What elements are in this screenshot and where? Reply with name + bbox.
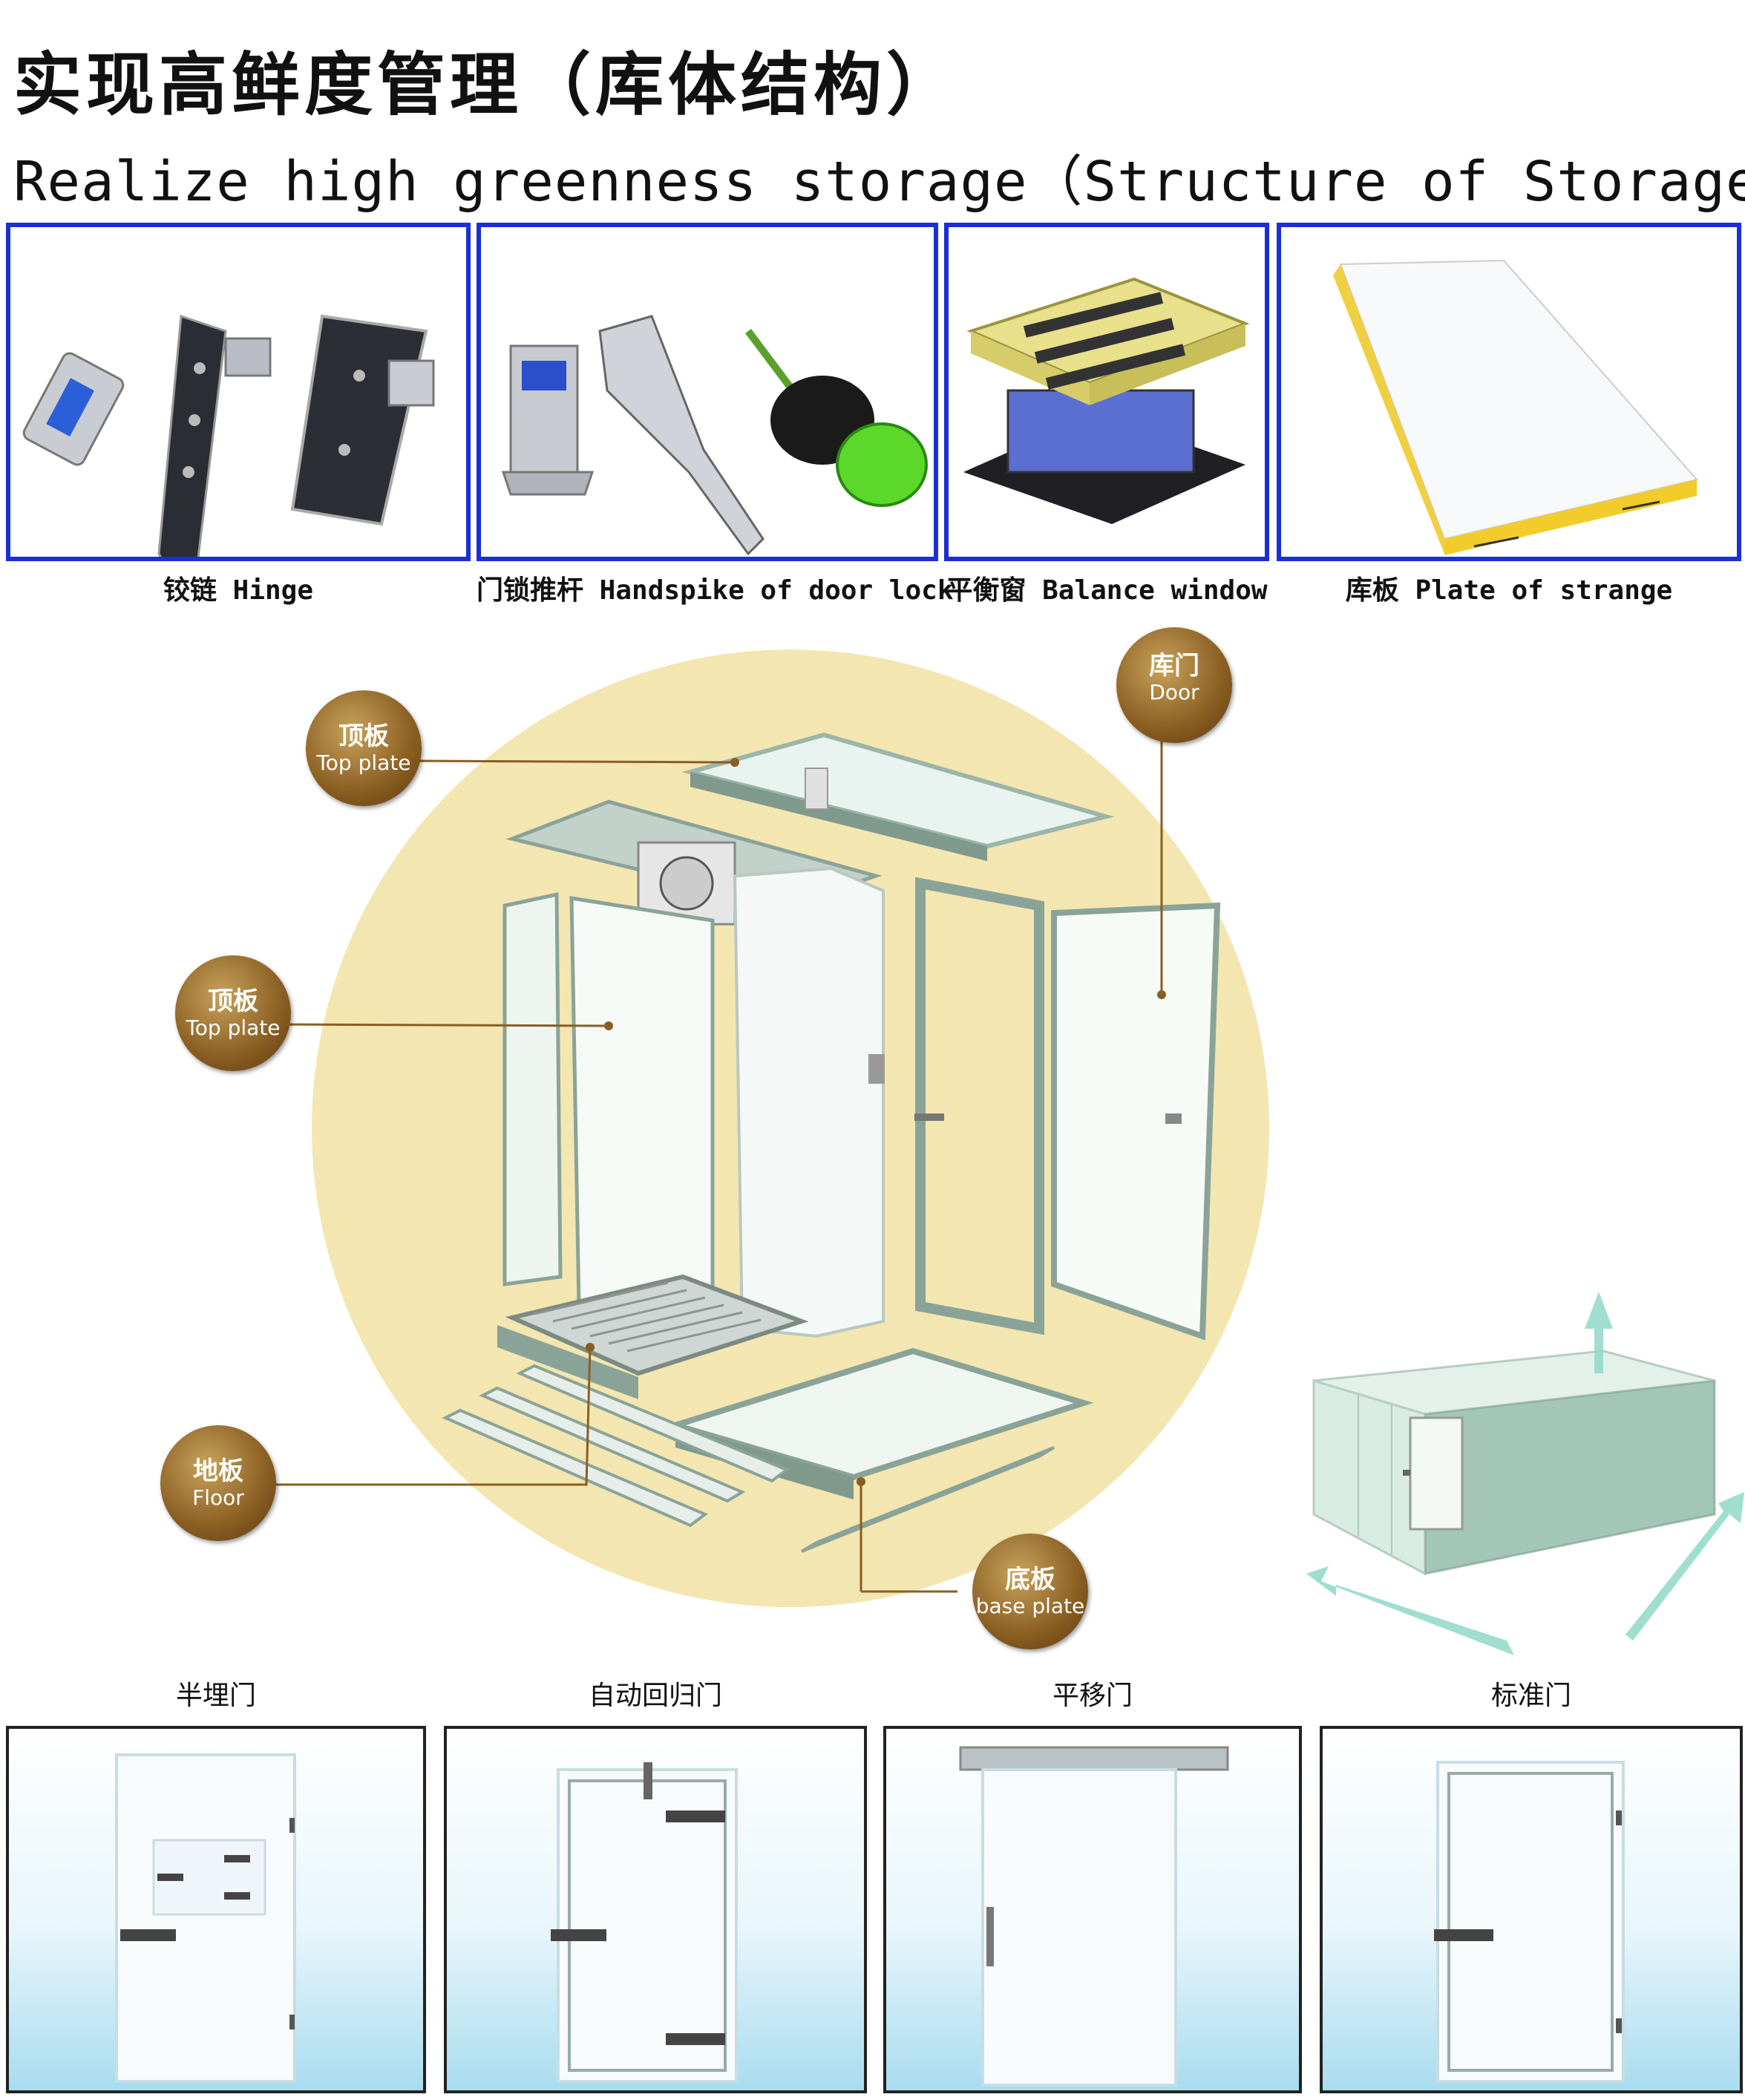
- arrow-left-icon: [1306, 1566, 1514, 1655]
- top-plate-badge-upper: 顶板 Top plate: [306, 690, 422, 806]
- arrow-up-icon: [1585, 1292, 1613, 1373]
- door-lock-icon: [501, 315, 928, 556]
- door-lock-caption: 门锁推杆 Handspike of door lock: [477, 575, 954, 606]
- door-type-caption-semi-embedded: 半埋门: [175, 1681, 256, 1711]
- sliding-door-icon: [959, 1746, 1229, 2087]
- door-badge: 库门 Door: [1116, 627, 1232, 743]
- top-plate-panel: [681, 732, 1115, 849]
- base-plate-badge-cn: 底板: [1005, 1565, 1055, 1594]
- sliding-rail: [959, 1746, 1229, 1771]
- balance-window-caption: 平衡窗 Balance window: [946, 575, 1268, 606]
- door-lock-handspike-photo: [477, 223, 938, 561]
- storage-plate-caption: 库板 Plate of strange: [1345, 575, 1673, 606]
- plate-icon: [1333, 259, 1698, 555]
- page-title: 实现高鲜度管理（库体结构）: [13, 45, 960, 125]
- door-frame: [915, 877, 1044, 1335]
- semi-embedded-door-icon: [115, 1753, 296, 2083]
- arrow-right-icon: [1625, 1492, 1744, 1641]
- base-plate-panel: [665, 1347, 1094, 1481]
- floor-panel: [505, 1274, 809, 1376]
- top-plate-badge-lower-cn: 顶板: [208, 987, 258, 1016]
- floor-badge-en: Floor: [192, 1485, 244, 1510]
- semi-embedded-door-illustration: [6, 1726, 426, 2093]
- auto-return-door-icon: [551, 1762, 738, 2083]
- base-plate-badge-en: base plate: [975, 1594, 1085, 1618]
- door-type-caption-sliding: 平移门: [1052, 1681, 1133, 1711]
- standard-door-icon: [1434, 1761, 1625, 2083]
- sliding-door-illustration: [883, 1726, 1302, 2093]
- left-wall-panel: [502, 892, 563, 1286]
- storage-plate-photo: [1277, 223, 1741, 561]
- top-plate-badge-lower: 顶板 Top plate: [175, 955, 291, 1071]
- hinge-icon: [22, 314, 435, 557]
- base-plate-badge: 底板 base plate: [972, 1534, 1088, 1649]
- top-plate-badge-upper-cn: 顶板: [338, 722, 389, 751]
- door-leaf: [1051, 902, 1221, 1341]
- door-badge-en: Door: [1149, 680, 1199, 704]
- balance-window-icon: [963, 277, 1250, 524]
- standard-door-illustration: [1320, 1726, 1743, 2093]
- auto-return-door-illustration: [444, 1726, 867, 2093]
- hinge-caption: 铰链 Hinge: [163, 575, 314, 606]
- assembled-cold-room: [1306, 1292, 1744, 1655]
- door-type-caption-auto-return: 自动回归门: [588, 1681, 722, 1711]
- cold-room-door: [1409, 1416, 1464, 1531]
- hinge-photo: [6, 223, 471, 561]
- top-plate-badge-lower-en: Top plate: [186, 1015, 281, 1040]
- door-type-caption-standard: 标准门: [1490, 1681, 1571, 1711]
- floor-badge-cn: 地板: [193, 1456, 243, 1486]
- side-wall-panel: [569, 896, 715, 1324]
- page-subtitle: Realize high greenness storage（Structure…: [13, 150, 1745, 214]
- floor-badge: 地板 Floor: [160, 1425, 276, 1541]
- top-plate-badge-upper-en: Top plate: [316, 750, 411, 775]
- balance-window-photo: [944, 223, 1269, 561]
- door-badge-cn: 库门: [1149, 651, 1199, 681]
- exploded-structure-diagram: [275, 650, 1269, 1607]
